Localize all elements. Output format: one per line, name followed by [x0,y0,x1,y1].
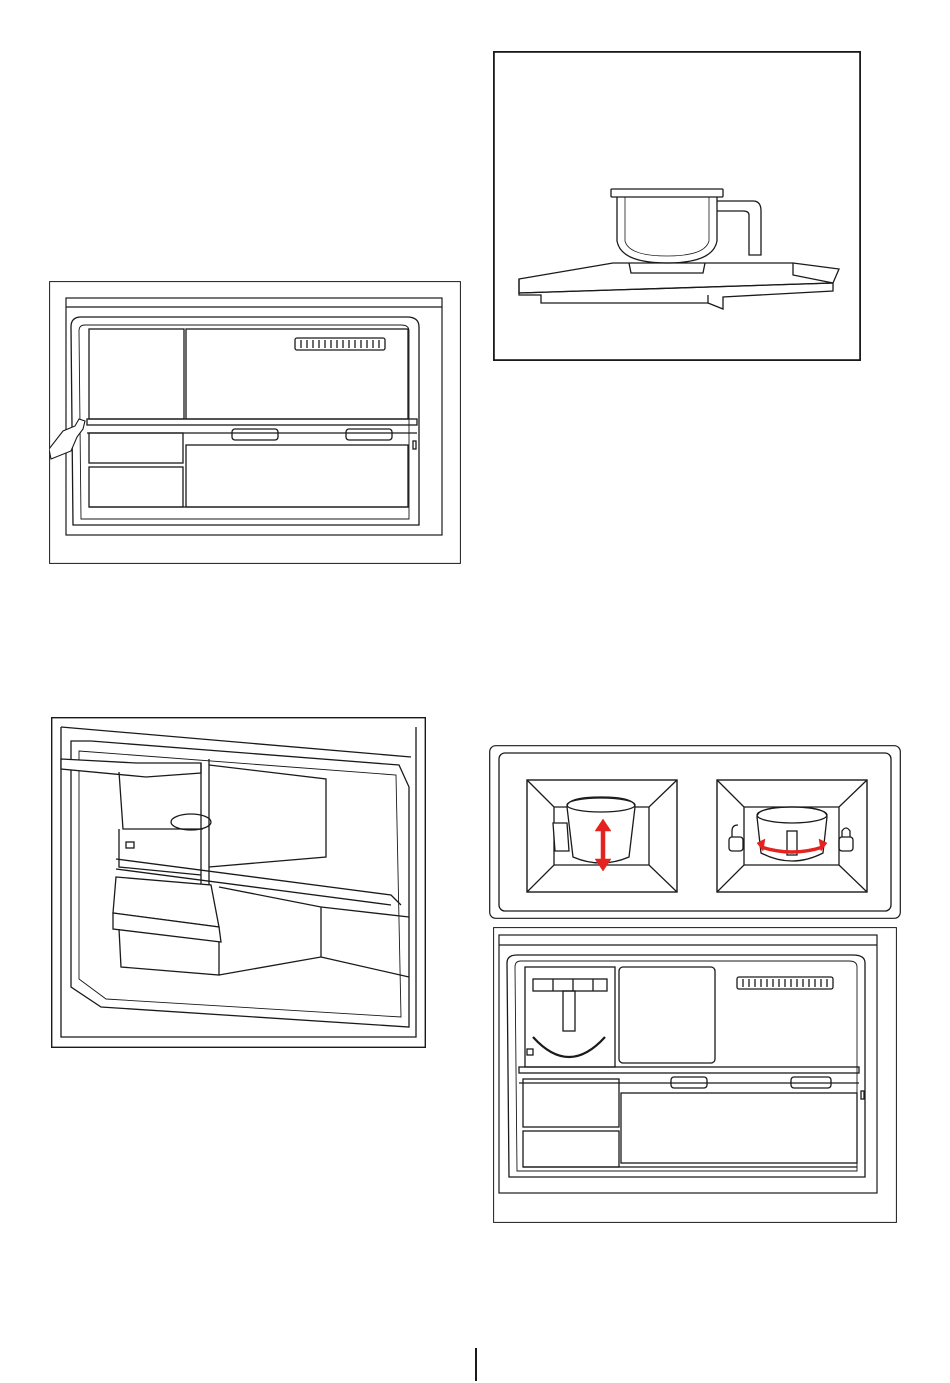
unlock-icon [729,825,743,851]
tray-icon [519,263,839,309]
hand-icon [49,419,85,459]
vent-grille-top-icon [295,338,385,350]
page-number-marker [475,1348,477,1381]
figure-cup-instruction-panel [489,745,901,919]
lock-icon [839,828,853,851]
rotate-arrow-icon [533,1037,605,1057]
figure-ice-cup-on-tray [493,51,861,361]
vent-grille-top-icon [737,977,833,989]
figure-hand-opening-compartment [49,281,461,564]
lift-cup-inset [527,780,677,892]
figure-ice-cup-installed [493,927,897,1223]
figure-ice-tray-shelf [51,717,426,1048]
ice-cup-icon [611,189,761,273]
rotate-lock-inset [717,780,867,892]
